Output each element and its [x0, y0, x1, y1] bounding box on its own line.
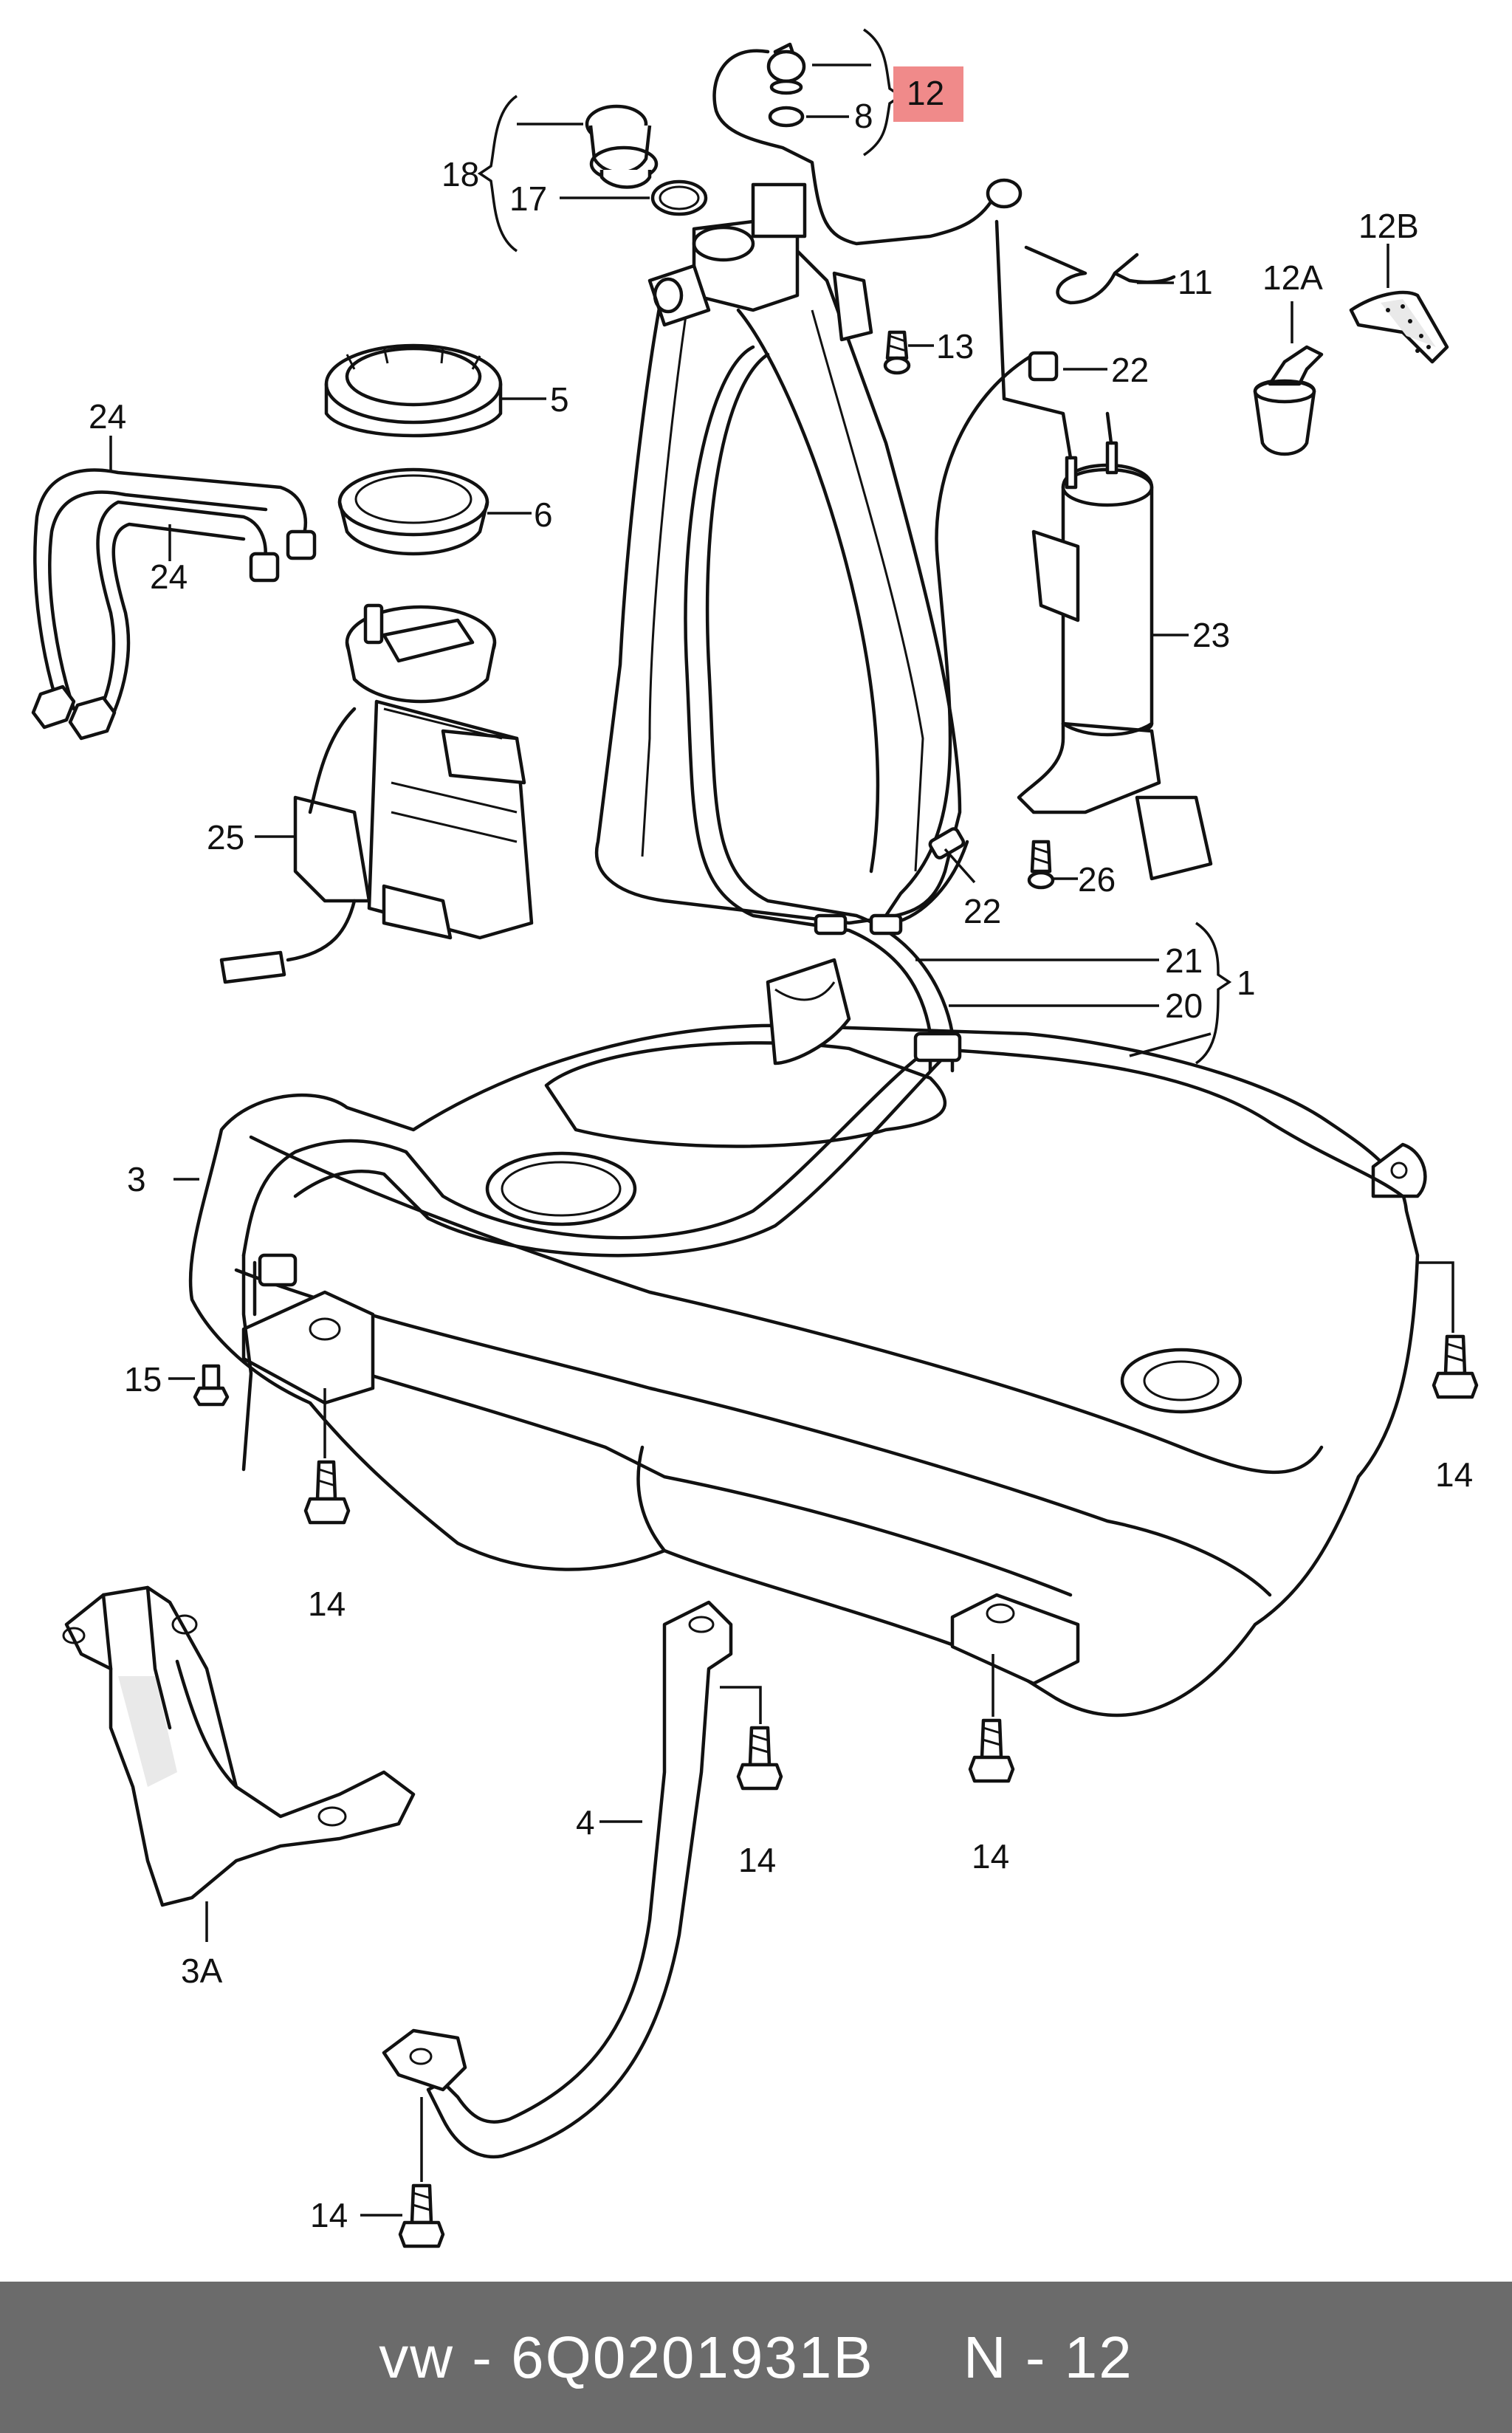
callout-labels: 12 8 18 17 11 12A 12B 13 22 5 6 24 24 23…: [89, 66, 1473, 2234]
callout-13: 13: [936, 327, 974, 366]
callout-24-lower: 24: [150, 557, 188, 596]
part-12a: [1253, 345, 1324, 456]
part-number-footer: vw - 6Q0201931B N - 12: [0, 2282, 1512, 2433]
filler-neck: [594, 182, 962, 1065]
callout-24-top: 24: [89, 397, 126, 436]
footer-gap: [874, 2324, 963, 2392]
callout-11: 11: [1178, 263, 1213, 301]
callout-12: 12: [907, 74, 944, 112]
callout-14-bottom: 14: [310, 2196, 348, 2234]
callout-17: 17: [509, 179, 547, 218]
fuel-tank: [188, 1023, 1427, 1717]
callout-12b: 12B: [1358, 207, 1419, 245]
callout-1: 1: [1237, 964, 1256, 1002]
callout-23: 23: [1192, 616, 1230, 654]
screw-13: [883, 330, 911, 375]
callout-18: 18: [441, 155, 479, 193]
leader-lines: [109, 28, 1454, 2217]
callout-25: 25: [207, 818, 244, 857]
callout-14-left: 14: [308, 1585, 346, 1623]
fuel-pump-25: [219, 603, 534, 984]
callout-21: 21: [1165, 941, 1203, 980]
screw-26: [1027, 840, 1055, 890]
bolt-15: [193, 1364, 230, 1407]
seal-6: [337, 467, 489, 556]
valve-12: [766, 49, 806, 128]
callout-3: 3: [127, 1160, 146, 1198]
bolt-14-bracket: [968, 1718, 1015, 1783]
bolt-14-left: [303, 1460, 351, 1525]
callout-4: 4: [576, 1803, 595, 1842]
lines-24: [31, 468, 317, 741]
callout-3a: 3A: [181, 1952, 223, 1990]
clip-11: [1024, 245, 1176, 305]
callout-6: 6: [534, 495, 553, 534]
bolt-14-right: [1432, 1334, 1479, 1399]
part-12b: [1349, 290, 1449, 364]
callout-14-right: 14: [1435, 1455, 1473, 1494]
callout-8: 8: [854, 97, 873, 135]
callout-15: 15: [124, 1360, 162, 1399]
callout-22-top: 22: [1111, 351, 1149, 389]
canister-23: [994, 219, 1213, 881]
callout-14-bracket: 14: [972, 1837, 1009, 1876]
tank-strap-4: [382, 1600, 733, 2159]
callout-20: 20: [1165, 986, 1203, 1025]
bolt-14-strap: [736, 1726, 783, 1791]
callout-26: 26: [1078, 860, 1116, 899]
callout-22-lower: 22: [963, 892, 1001, 930]
locking-ring-5: [324, 343, 503, 438]
callout-12-highlight: [893, 66, 963, 122]
bolt-14-bottom: [398, 2183, 445, 2248]
callout-14-strap: 14: [738, 1841, 776, 1879]
footer-position-label: N - 12: [963, 2324, 1133, 2390]
footer-part-number: 6Q0201931B: [511, 2324, 874, 2390]
fuel-tank-exploded-diagram: 12 8 18 17 11 12A 12B 13 22 5 6 24 24 23…: [31, 28, 1479, 2248]
footer-separator: -: [454, 2324, 512, 2390]
heat-shield-3a: [62, 1585, 416, 1907]
callout-5: 5: [550, 380, 569, 419]
callout-12a: 12A: [1262, 258, 1323, 297]
footer-brand: vw: [379, 2324, 455, 2390]
fuel-lines: [241, 345, 1405, 1472]
filler-cap-18: [585, 104, 708, 216]
